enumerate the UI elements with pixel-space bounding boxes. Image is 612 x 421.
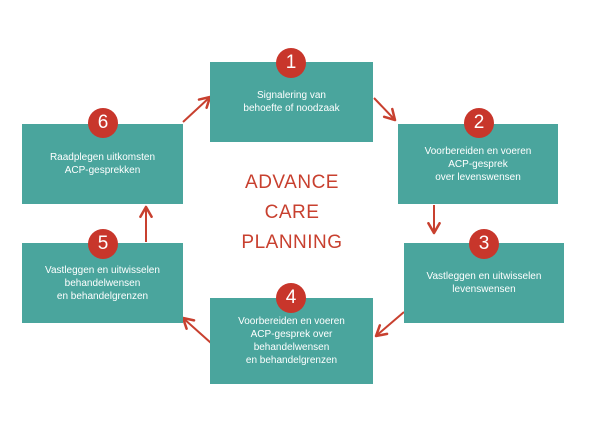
- step-1-text: Signalering van behoefte of noodzaak: [243, 90, 340, 114]
- step-2-text: Voorbereiden en voeren ACP-gesprek over …: [424, 145, 532, 183]
- title-line-2: CARE: [264, 202, 320, 223]
- title-line-1: ADVANCE: [245, 172, 339, 193]
- step-4-badge: 4: [276, 283, 306, 313]
- diagram-title: ADVANCE CARE PLANNING: [212, 168, 372, 258]
- step-1-box: Signalering van behoefte of noodzaak: [210, 62, 373, 142]
- title-line-3: PLANNING: [241, 232, 343, 253]
- step-1-badge: 1: [276, 48, 306, 78]
- step-6-badge: 6: [88, 108, 118, 138]
- step-2-badge: 2: [464, 108, 494, 138]
- step-5-badge: 5: [88, 229, 118, 259]
- step-6-text: Raadplegen uitkomsten ACP-gesprekken: [49, 152, 156, 176]
- step-6-box: Raadplegen uitkomsten ACP-gesprekken: [22, 124, 183, 204]
- step-3-text: Vastleggen en uitwisselen levenswensen: [426, 271, 542, 295]
- arrow-1-to-2: [373, 97, 397, 122]
- step-3-badge: 3: [469, 229, 499, 259]
- arrow-6-to-1: [182, 95, 212, 123]
- step-4-text: Voorbereiden en voeren ACP-gesprek over …: [238, 316, 345, 366]
- step-5-text: Vastleggen en uitwisselen behandelwensen…: [45, 264, 160, 302]
- arrow-3-to-4: [374, 311, 405, 338]
- arrow-4-to-5: [181, 316, 212, 344]
